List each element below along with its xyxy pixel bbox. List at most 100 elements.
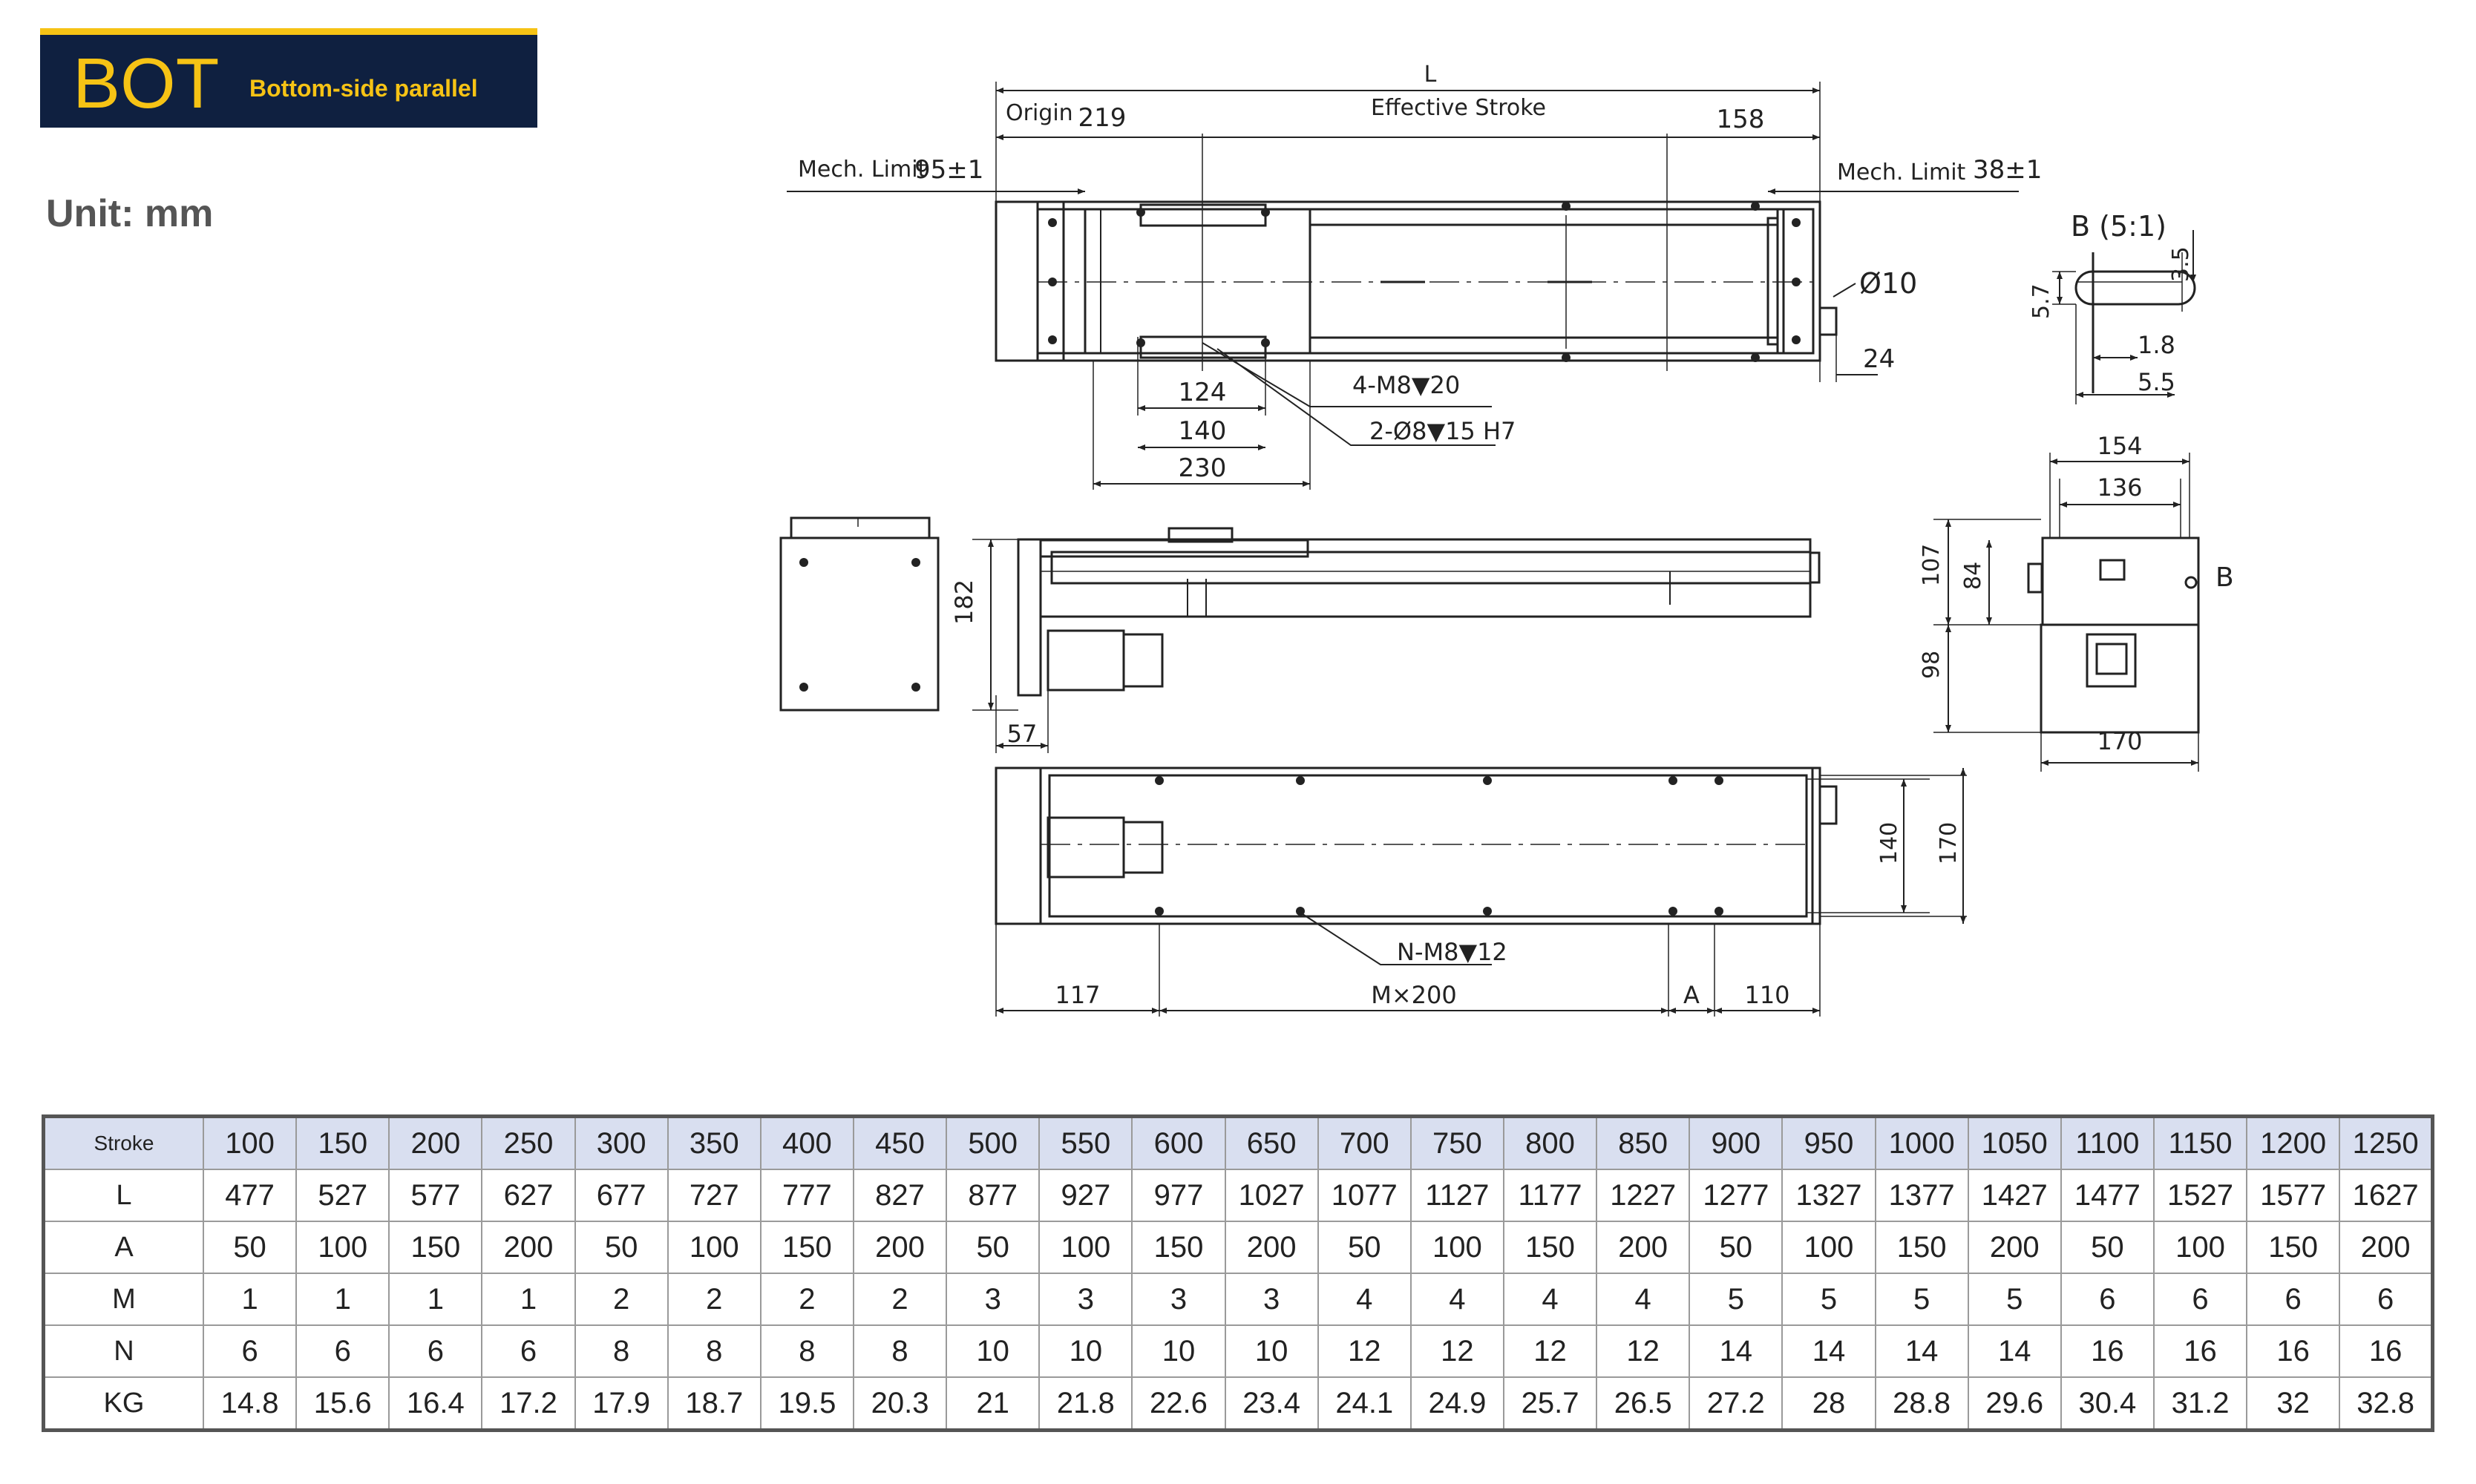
table-cell: 577 bbox=[388, 1169, 483, 1222]
table-cell: 22.6 bbox=[1131, 1376, 1226, 1431]
table-cell: 927 bbox=[1038, 1169, 1133, 1222]
table-cell: 10 bbox=[1038, 1324, 1133, 1378]
table-cell: 1 bbox=[388, 1273, 483, 1326]
dim-136: 136 bbox=[2097, 473, 2142, 502]
table-cell: 6 bbox=[388, 1324, 483, 1378]
table-cell: 1050 bbox=[1967, 1115, 2062, 1170]
table-cell: 6 bbox=[2152, 1273, 2248, 1326]
table-cell: 300 bbox=[574, 1115, 669, 1170]
table-cell: 600 bbox=[1131, 1115, 1226, 1170]
table-cell: 627 bbox=[481, 1169, 576, 1222]
dim-95: 95±1 bbox=[914, 155, 983, 185]
table-cell: 4 bbox=[1409, 1273, 1504, 1326]
label-mech-limit-right: Mech. Limit bbox=[1837, 160, 1966, 186]
table-cell: 6 bbox=[2246, 1273, 2341, 1326]
table-cell: 50 bbox=[1317, 1221, 1412, 1274]
table-cell: 100 bbox=[1038, 1221, 1133, 1274]
table-cell: 12 bbox=[1317, 1324, 1412, 1378]
callout-tapped-holes: 4-M8▼20 bbox=[1352, 371, 1460, 399]
table-cell: 1277 bbox=[1689, 1169, 1784, 1222]
table-cell: 14 bbox=[1689, 1324, 1784, 1378]
bottom-view bbox=[995, 766, 1967, 1017]
table-cell: 1077 bbox=[1317, 1169, 1412, 1222]
table-cell: 17.2 bbox=[481, 1376, 576, 1431]
table-cell: 200 bbox=[481, 1221, 576, 1274]
table-cell: 1 bbox=[202, 1273, 298, 1326]
table-cell: 727 bbox=[667, 1169, 762, 1222]
table-cell: 6 bbox=[2339, 1273, 2434, 1326]
table-cell: 21.8 bbox=[1038, 1376, 1133, 1431]
table-cell: 8 bbox=[574, 1324, 669, 1378]
table-cell: 527 bbox=[295, 1169, 390, 1222]
table-cell: 777 bbox=[759, 1169, 854, 1222]
dim-170-end: 170 bbox=[2097, 727, 2142, 755]
dim-158: 158 bbox=[1717, 105, 1765, 134]
table-cell: 1150 bbox=[2152, 1115, 2248, 1170]
table-cell: 50 bbox=[1689, 1221, 1784, 1274]
table-cell: 1027 bbox=[1224, 1169, 1319, 1222]
table-cell: 16 bbox=[2152, 1324, 2248, 1378]
side-view bbox=[972, 527, 1821, 753]
table-cell: 200 bbox=[388, 1115, 483, 1170]
table-cell: 16 bbox=[2246, 1324, 2341, 1378]
dim-phi10: Ø10 bbox=[1859, 267, 1917, 300]
dim-107: 107 bbox=[1919, 544, 1945, 586]
table-cell: 150 bbox=[1874, 1221, 1969, 1274]
table-cell: 28 bbox=[1781, 1376, 1876, 1431]
dim-110: 110 bbox=[1744, 981, 1789, 1009]
table-cell: 3 bbox=[1038, 1273, 1133, 1326]
table-cell: 5 bbox=[1874, 1273, 1969, 1326]
table-cell: 2 bbox=[667, 1273, 762, 1326]
dim-5-5: 5.5 bbox=[2138, 368, 2175, 396]
table-cell: 32.8 bbox=[2339, 1376, 2434, 1431]
detail-b-title: B (5:1) bbox=[2071, 210, 2166, 243]
callout-pin-holes: 2-Ø8▼15 H7 bbox=[1369, 417, 1516, 445]
table-cell: 18.7 bbox=[667, 1376, 762, 1431]
row-header: L bbox=[42, 1169, 204, 1222]
table-cell: 26.5 bbox=[1596, 1376, 1691, 1431]
table-cell: 100 bbox=[295, 1221, 390, 1274]
table-cell: 750 bbox=[1409, 1115, 1504, 1170]
table-cell: 3 bbox=[1131, 1273, 1226, 1326]
table-cell: 21 bbox=[946, 1376, 1041, 1431]
table-cell: 477 bbox=[202, 1169, 298, 1222]
table-cell: 14 bbox=[1781, 1324, 1876, 1378]
dim-a: A bbox=[1683, 981, 1700, 1009]
callout-n-holes: N-M8▼12 bbox=[1397, 938, 1507, 966]
table-cell: 2 bbox=[759, 1273, 854, 1326]
unit-label: Unit: mm bbox=[46, 192, 214, 235]
table-cell: 28.8 bbox=[1874, 1376, 1969, 1431]
row-header: Stroke bbox=[42, 1115, 204, 1170]
table-cell: 8 bbox=[759, 1324, 854, 1378]
table-cell: 150 bbox=[759, 1221, 854, 1274]
table-cell: 31.2 bbox=[2152, 1376, 2248, 1431]
label-mech-limit-left: Mech. Limit bbox=[798, 157, 927, 183]
model-subtitle: Bottom-side parallel bbox=[249, 75, 478, 102]
table-cell: 5 bbox=[1967, 1273, 2062, 1326]
table-cell: 27.2 bbox=[1689, 1376, 1784, 1431]
label-origin: Origin bbox=[1006, 100, 1073, 126]
table-cell: 200 bbox=[1596, 1221, 1691, 1274]
detail-b-view bbox=[2052, 230, 2196, 404]
table-cell: 1577 bbox=[2246, 1169, 2341, 1222]
table-cell: 20.3 bbox=[852, 1376, 948, 1431]
table-cell: 10 bbox=[1131, 1324, 1226, 1378]
row-header: N bbox=[42, 1324, 204, 1378]
table-cell: 6 bbox=[2060, 1273, 2155, 1326]
dim-124: 124 bbox=[1179, 378, 1227, 407]
table-cell: 12 bbox=[1409, 1324, 1504, 1378]
table-cell: 400 bbox=[759, 1115, 854, 1170]
table-cell: 150 bbox=[388, 1221, 483, 1274]
dim-mx200: M×200 bbox=[1371, 981, 1457, 1009]
dim-84: 84 bbox=[1960, 562, 1986, 590]
table-cell: 950 bbox=[1781, 1115, 1876, 1170]
table-cell: 200 bbox=[852, 1221, 948, 1274]
table-cell: 30.4 bbox=[2060, 1376, 2155, 1431]
table-cell: 900 bbox=[1689, 1115, 1784, 1170]
dim-182: 182 bbox=[950, 580, 978, 625]
table-cell: 200 bbox=[2339, 1221, 2434, 1274]
dim-24: 24 bbox=[1863, 344, 1895, 374]
